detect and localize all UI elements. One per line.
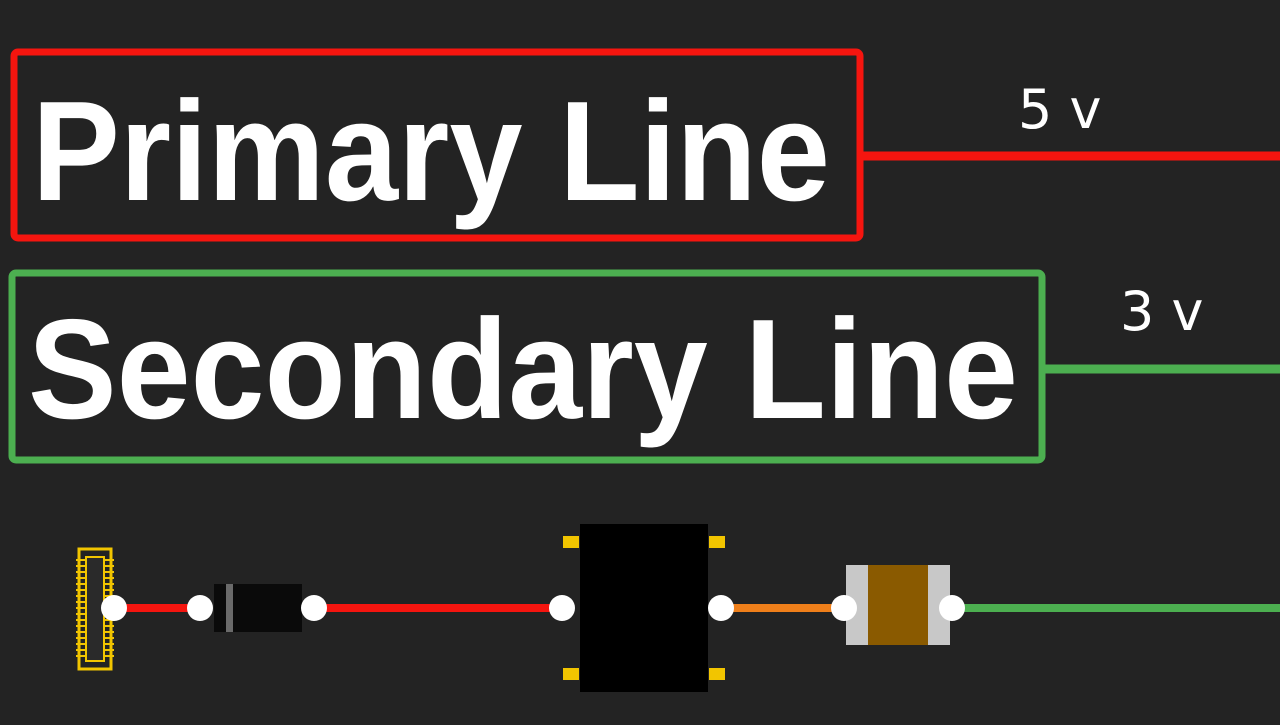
primary-line-box	[10, 48, 864, 242]
connection-nodes	[101, 595, 965, 621]
ic-chip-icon	[563, 524, 725, 692]
secondary-voltage-label: 3 v	[1120, 280, 1203, 343]
node-diode-out	[301, 595, 327, 621]
node-diode-in	[187, 595, 213, 621]
primary-voltage-label: 5 v	[1018, 78, 1101, 141]
node-ic-out	[708, 595, 734, 621]
primary-line-title: Primary Line	[32, 72, 830, 231]
node-capacitor-out	[939, 595, 965, 621]
node-connector-out	[101, 595, 127, 621]
node-ic-in	[549, 595, 575, 621]
node-capacitor-in	[831, 595, 857, 621]
diode-icon	[214, 584, 302, 632]
capacitor-icon	[846, 565, 950, 645]
secondary-line-title: Secondary Line	[28, 290, 1018, 449]
